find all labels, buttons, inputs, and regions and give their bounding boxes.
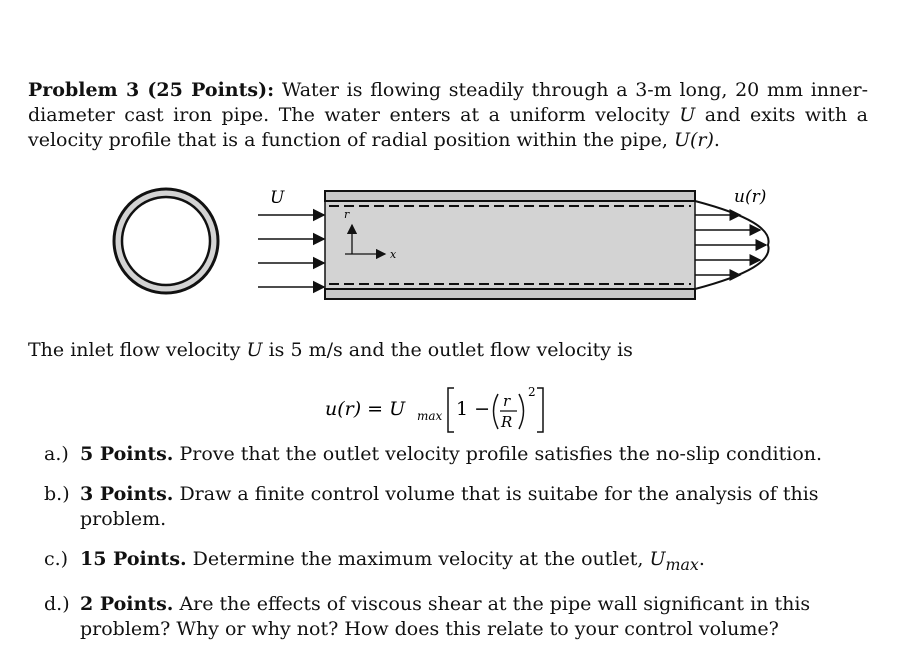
pipe-figure: r x U u(r) — [100, 182, 800, 312]
item-text: Draw a finite control volume that is sui… — [80, 483, 819, 530]
item-points: 5 Points. — [80, 443, 174, 465]
equation-subscript-max: max — [417, 409, 443, 423]
inlet-label-u: U — [270, 188, 285, 208]
pipe-cross-section — [112, 187, 220, 295]
left-paren — [492, 393, 499, 430]
item-tail: . — [698, 548, 705, 570]
outlet-velocity-profile — [694, 200, 770, 290]
item-text: Prove that the outlet velocity profile s… — [179, 443, 823, 465]
problem-title: Problem 3 (25 Points): — [28, 79, 275, 101]
coordinate-axes — [345, 223, 387, 260]
intro-end: . — [713, 129, 720, 151]
item-points: 3 Points. — [80, 483, 174, 505]
intro-text-1: Water is flowing steadily through a 3-m … — [28, 79, 869, 126]
item-text: Determine the maximum velocity at the ou… — [192, 548, 644, 570]
inlet-text-1: The inlet flow velocity — [28, 339, 241, 361]
equation-one-minus: 1 − — [456, 398, 490, 420]
item-label: a.) — [44, 443, 69, 465]
pipe-body — [324, 190, 696, 300]
question-item-d: d.) 2 Points. Are the effects of viscous… — [44, 592, 884, 642]
equation-exponent: 2 — [528, 385, 536, 399]
inlet-var-u: U — [246, 339, 263, 361]
item-var-u: U — [649, 548, 666, 570]
axis-label-x: x — [390, 248, 397, 261]
problem-statement: Problem 3 (25 Points): Water is flowing … — [28, 78, 868, 153]
outlet-label-ur: u(r) — [734, 187, 766, 207]
question-list: a.) 5 Points. Prove that the outlet velo… — [44, 442, 884, 657]
fraction-numerator: r — [503, 392, 511, 410]
inlet-statement: The inlet flow velocity U is 5 m/s and t… — [28, 338, 868, 363]
question-item-c: c.) 15 Points. Determine the maximum vel… — [44, 547, 884, 577]
intro-func-ur: U(r) — [673, 129, 714, 151]
intro-text-2: and exits with a velocity profile that i… — [28, 104, 868, 151]
item-label: b.) — [44, 483, 70, 505]
item-points: 15 Points. — [80, 548, 187, 570]
axis-label-r: r — [344, 208, 350, 221]
left-bracket — [447, 387, 454, 433]
item-label: d.) — [44, 592, 70, 615]
item-var-sub: max — [665, 554, 699, 574]
item-label: c.) — [44, 548, 69, 570]
inlet-arrows — [258, 208, 326, 294]
right-paren — [518, 393, 525, 430]
equation-lhs: u(r) = U — [325, 398, 406, 420]
fraction-denominator: R — [500, 413, 512, 431]
right-bracket — [537, 387, 544, 433]
velocity-profile-equation: u(r) = U max 1 − r R 2 — [325, 382, 575, 434]
item-text: Are the effects of viscous shear at the … — [80, 592, 811, 640]
inlet-text-2: is 5 m/s and the outlet flow velocity is — [268, 339, 633, 361]
question-item-a: a.) 5 Points. Prove that the outlet velo… — [44, 442, 884, 467]
intro-var-u: U — [679, 104, 696, 126]
item-points: 2 Points. — [80, 592, 174, 615]
question-item-b: b.) 3 Points. Draw a finite control volu… — [44, 482, 884, 532]
